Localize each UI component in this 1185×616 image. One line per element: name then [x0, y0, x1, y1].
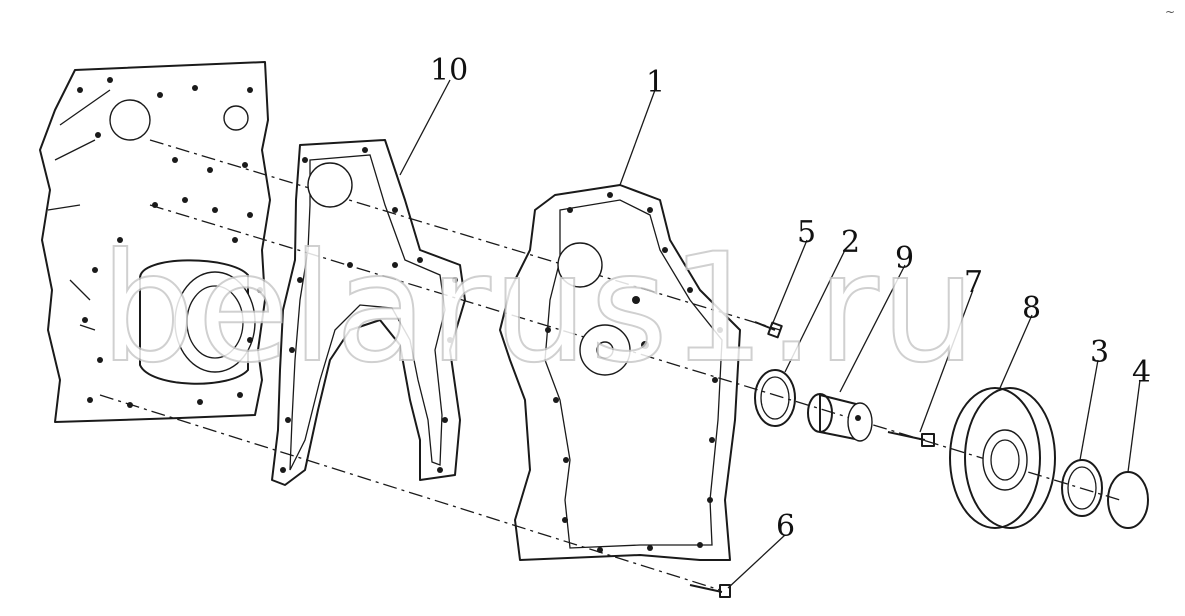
watermark-text: belarus1.ru	[100, 222, 978, 396]
callout-9: 9	[895, 241, 914, 276]
callout-2: 2	[841, 225, 860, 260]
part-9-hub	[807, 393, 873, 442]
part-1-timing-cover	[499, 184, 741, 561]
part-8-pulley	[949, 387, 1056, 529]
callout-10: 10	[430, 53, 468, 88]
callout-6: 6	[776, 509, 795, 544]
part-5-bolt	[754, 321, 783, 339]
leader-lines	[399, 79, 1141, 589]
callout-3: 3	[1090, 335, 1109, 370]
part-3-seal-ring	[1061, 459, 1103, 517]
callout-1: 1	[646, 65, 665, 100]
part-4-o-ring	[1107, 471, 1149, 529]
part-7-bolt	[887, 431, 935, 447]
part-10-gasket	[271, 139, 466, 486]
engine-block	[39, 61, 271, 423]
callout-7: 7	[964, 265, 983, 300]
callout-5: 5	[797, 215, 816, 250]
callout-8: 8	[1022, 291, 1041, 326]
assembly-axis-lines	[99, 139, 1121, 591]
corner-mark: ~	[1165, 5, 1175, 19]
callout-4: 4	[1132, 355, 1151, 390]
part-2-seal	[754, 369, 796, 427]
part-6-bolt	[689, 584, 731, 598]
